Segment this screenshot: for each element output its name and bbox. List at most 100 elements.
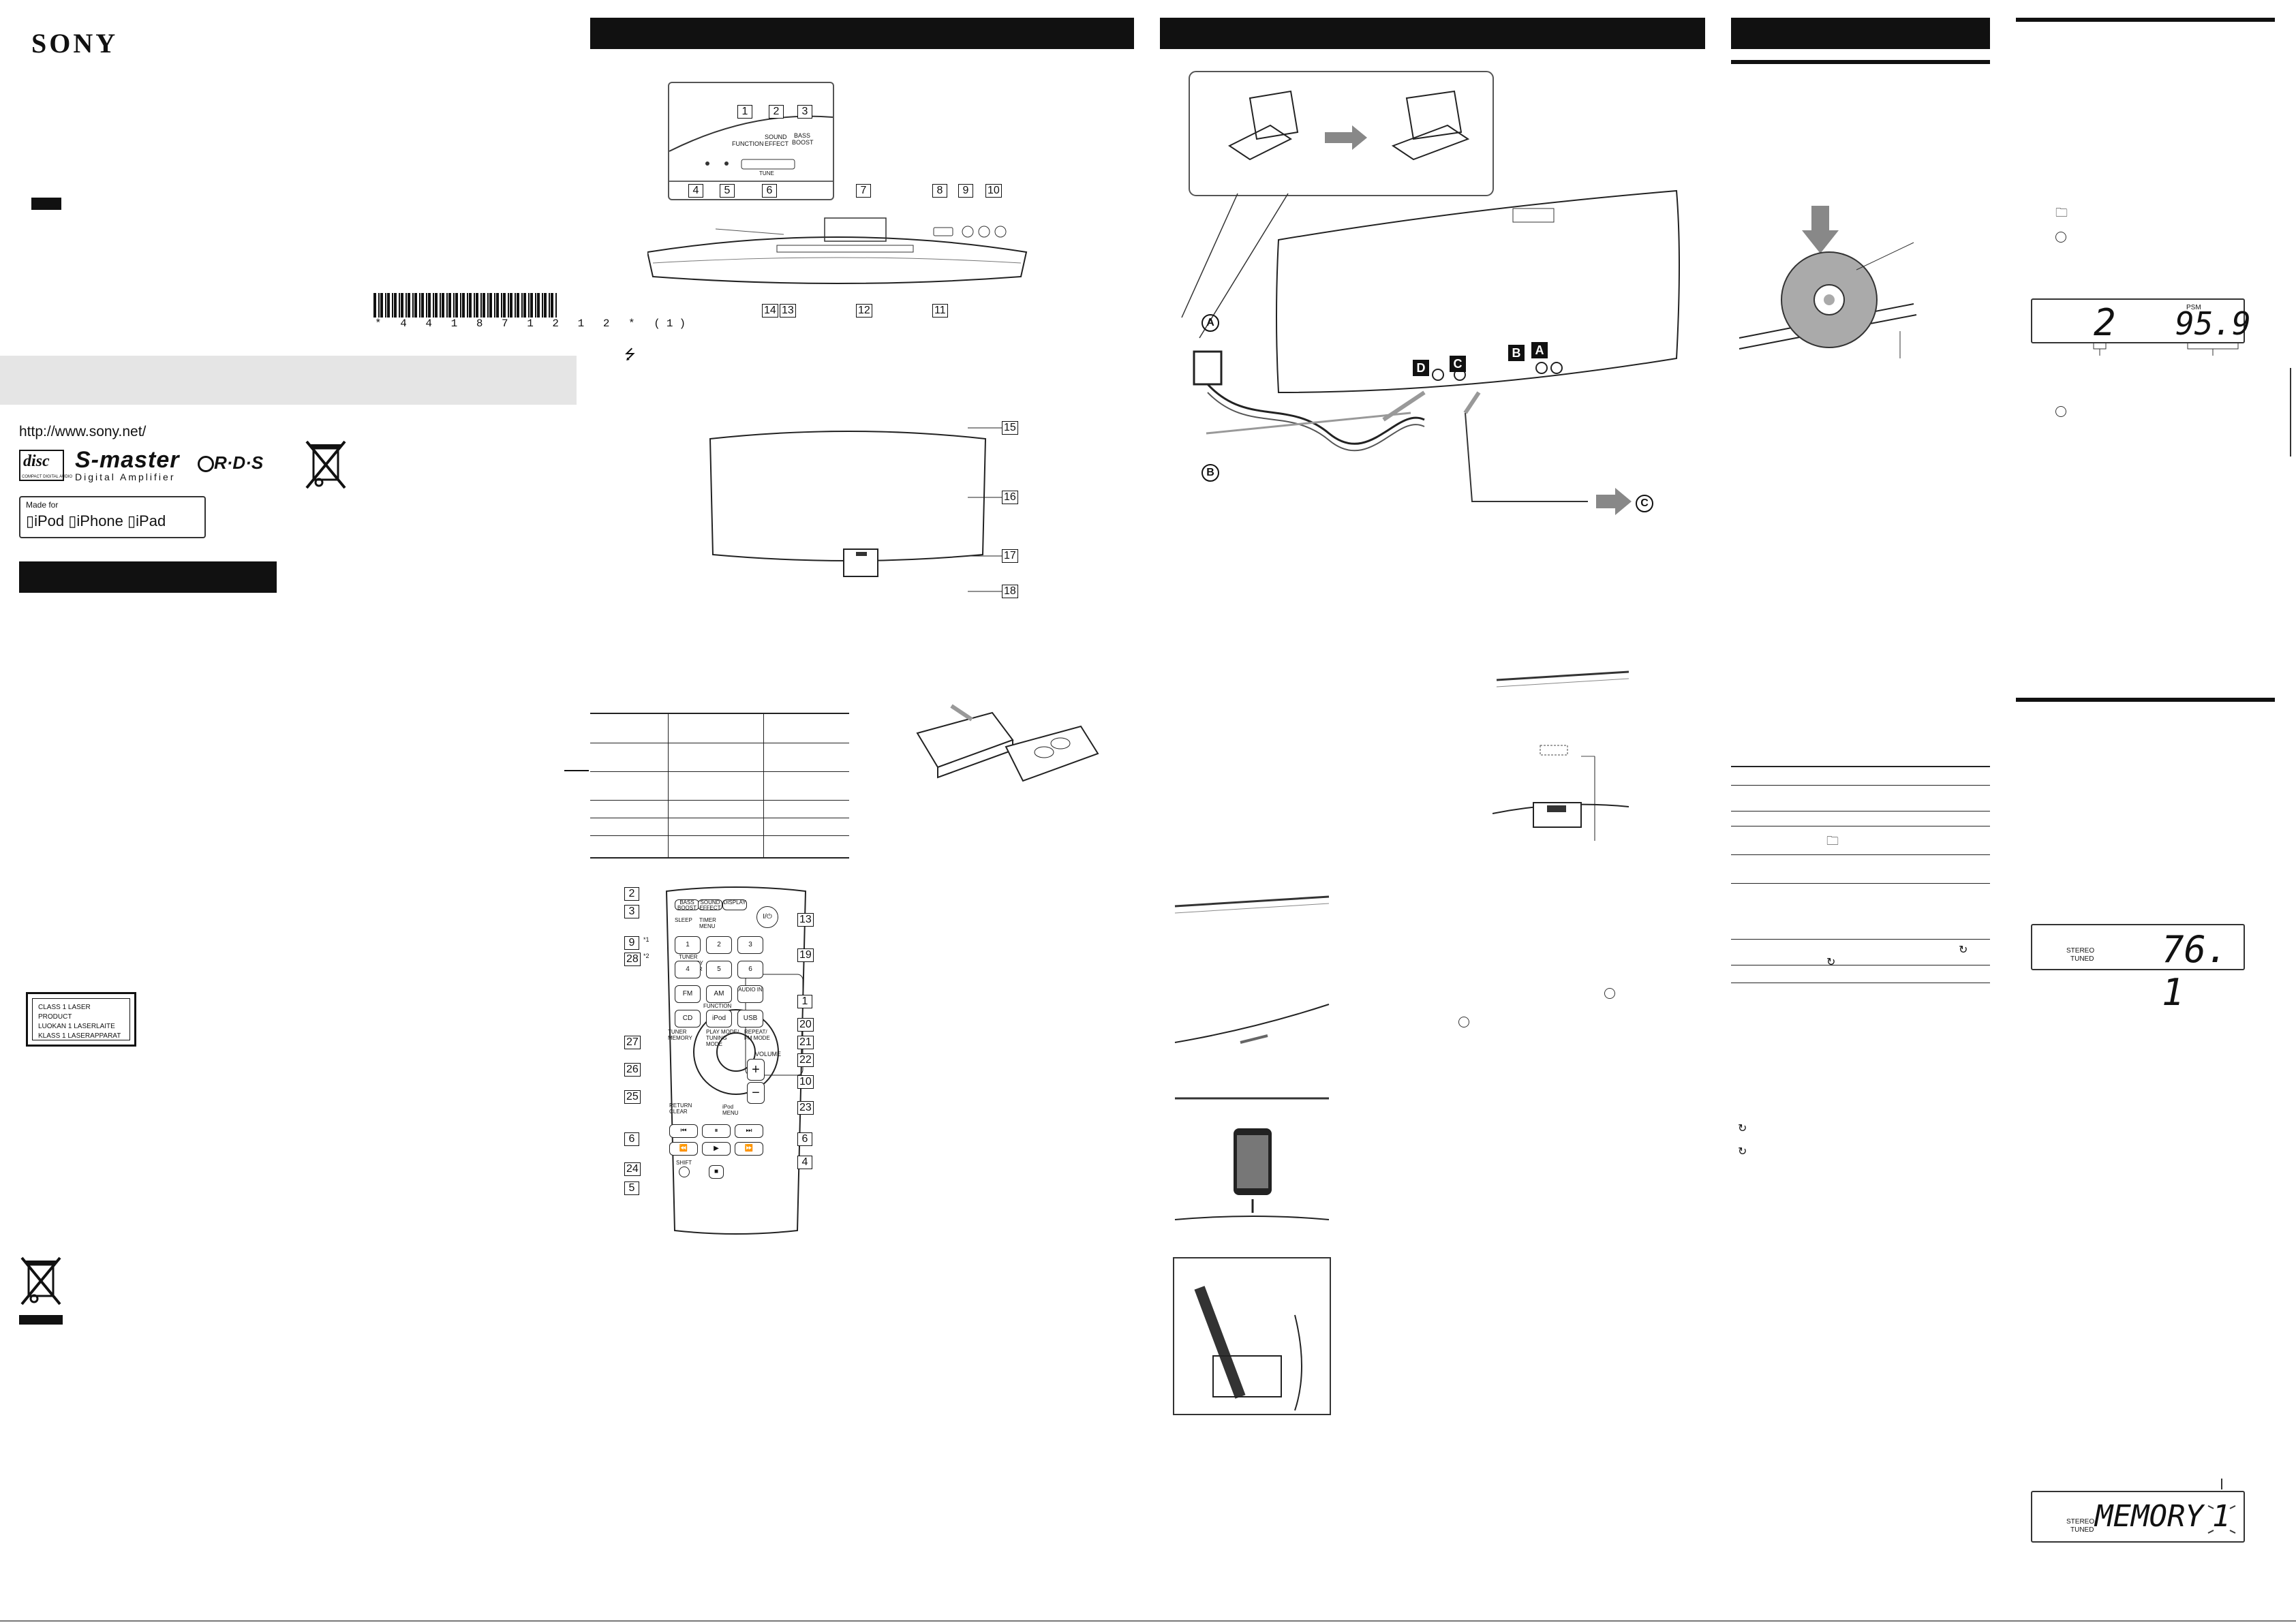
barcode-bar [401,293,403,318]
weee-bin-icon [305,440,346,489]
digit-2-button[interactable]: 2 [706,936,732,954]
tune-label: TUNE [759,170,774,176]
ipod-button[interactable]: iPod [706,1010,732,1027]
tuner-memory-label: TUNER MEMORY [668,1029,692,1041]
volume-minus-button[interactable]: − [747,1082,765,1104]
rewind-button[interactable]: ⏪ [669,1142,698,1156]
pause-button[interactable]: ⏸ [702,1124,731,1138]
display-button[interactable]: DISPLAY [722,899,747,910]
digit-3-button[interactable]: 3 [737,936,763,954]
display-brackets [2093,343,2239,356]
section-header-parts [590,18,1134,49]
barcode-bar [426,293,427,318]
barcode-bar [474,293,475,318]
sound-effect-label: SOUND EFFECT [765,134,789,147]
barcode-bar [487,293,489,318]
rds-logo: R·D·S [198,452,263,474]
callout-16: 16 [1002,491,1018,504]
barcode-bar [428,293,431,318]
remote-callout-28: 28 [624,953,641,966]
callout-12: 12 [856,304,872,318]
marker-a-box: A [1531,342,1548,358]
callout-3: 3 [797,105,812,119]
callout-1: 1 [737,105,752,119]
marker-d-box: D [1413,360,1429,376]
barcode-bar [510,293,512,318]
footnote-mark-1: *1 [643,936,649,943]
barcode-bar [483,293,485,318]
repeat-fm-mode-label: REPEAT/ FM MODE [744,1029,770,1041]
sony-url[interactable]: http://www.sony.net/ [19,424,147,439]
next-button[interactable]: ⏭ [735,1124,763,1138]
bass-boost-label: BASS BOOST [792,132,814,146]
barcode-bar [448,293,451,318]
sony-logo: SONY [31,28,119,59]
section-rule-4 [1731,60,1990,64]
sound-effect-button[interactable]: SOUND EFFECT [698,899,722,911]
digit-1-button[interactable]: 1 [675,936,701,954]
side-leader-lines [968,427,1003,592]
play-button[interactable]: ▶ [702,1142,731,1156]
marker-a-circle: A [1201,314,1219,332]
ipod-docking-illustration [1173,895,1331,1415]
prev-button[interactable]: ⏮ [669,1124,698,1138]
ipod-menu-label: iPod MENU [722,1104,739,1116]
top-panel-inset: 1 2 3 FUNCTION SOUND EFFECT BASS BOOST T… [668,82,834,200]
weee-bar [19,1315,63,1325]
callout-17: 17 [1002,549,1018,563]
volume-plus-button[interactable]: + [747,1059,765,1081]
volume-label: VOLUME [755,1051,782,1057]
section-header-black [19,561,277,593]
barcode-bar [414,293,417,318]
remote-callout-3: 3 [624,905,639,918]
barcode-bar [419,293,420,318]
barcode-bar [530,293,533,318]
remote-callout-4: 4 [797,1156,812,1169]
remote-callout-6-right: 6 [797,1132,812,1146]
function-remote-label: FUNCTION [703,1003,732,1009]
barcode-bar [517,293,519,318]
am-button[interactable]: AM [706,985,732,1003]
callout-5: 5 [720,184,735,198]
stop-button[interactable]: ■ [709,1165,724,1179]
display-panel-2: STEREO TUNED 76. 1 [2031,924,2245,1014]
remote-callout-6-left: 6 [624,1132,639,1146]
marker-b-box: B [1508,345,1525,361]
callout-11: 11 [932,304,948,318]
fast-forward-button[interactable]: ⏩ [735,1142,763,1156]
dock-adapter-illustration [1493,670,1629,841]
timer-menu-label: TIMER MENU [699,917,716,929]
barcode-bar [489,293,492,318]
section-header-connections [1160,18,1705,49]
usb-button[interactable]: USB [737,1010,763,1027]
barcode-bar [385,293,386,318]
barcode-bar [453,293,455,318]
barcode-bar [408,293,410,318]
digit-5-button[interactable]: 5 [706,961,732,978]
repeat-icon: ↻ [1959,944,1968,956]
edge-mark [2290,368,2291,457]
barcode-bar [469,293,472,318]
barcode-bar [455,293,458,318]
laser-product-label: CLASS 1 LASER PRODUCT LUOKAN 1 LASERLAIT… [26,992,136,1047]
barcode-bar [496,293,499,318]
digit-4-button[interactable]: 4 [675,961,701,978]
shift-label: SHIFT [676,1160,692,1166]
barcode-bar [537,293,540,318]
fm-button[interactable]: FM [675,985,701,1003]
barcode-bar [460,293,461,318]
weee-bin-icon-2 [20,1256,61,1305]
made-for-ipod-badge: Made for ▯iPod ▯iPhone ▯iPad [19,496,206,538]
barcode-bar [462,293,465,318]
digit-6-button[interactable]: 6 [737,961,763,978]
play-mode-label: PLAY MODE/ TUNING MODE [706,1029,739,1047]
margin-mark [564,770,589,771]
bass-boost-button[interactable]: BASS BOOST [675,899,699,911]
remote-callout-21: 21 [797,1036,814,1049]
power-button[interactable]: I/⏻ [756,906,778,928]
cd-button[interactable]: CD [675,1010,701,1027]
shift-button[interactable] [679,1166,690,1177]
audio-in-button[interactable]: AUDIO IN [737,985,763,1003]
return-clear-label: RETURN CLEAR [669,1102,692,1115]
marker-c-circle: C [1636,495,1653,512]
